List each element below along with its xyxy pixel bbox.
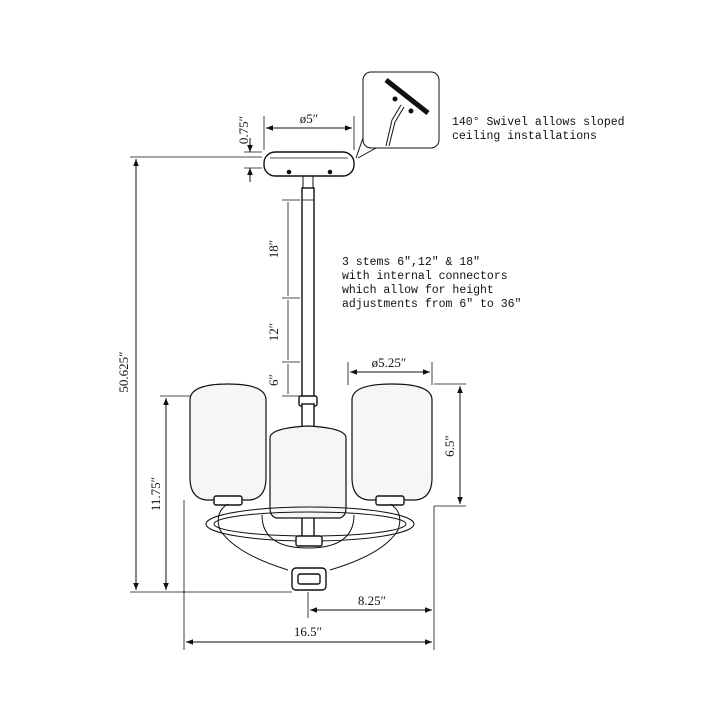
body-height-label: 11.75″ [148, 477, 163, 511]
canopy-diameter-label: ø5″ [300, 111, 318, 126]
swivel-note-line2: ceiling installations [452, 130, 597, 143]
canopy [263, 151, 355, 188]
stems-note-line2: with internal connectors [342, 270, 508, 283]
overall-height-label: 50.625″ [116, 351, 131, 392]
shade-diameter-label: ø5.25″ [372, 355, 407, 370]
center-to-shade-label: 8.25″ [358, 593, 386, 608]
stems-note-line1: 3 stems 6″,12″ & 18″ [342, 256, 480, 269]
overall-width-label: 16.5″ [294, 624, 322, 639]
canopy-height-label: 0.75″ [236, 116, 251, 144]
stem-18-label: 18″ [266, 240, 281, 258]
swivel-detail-inset [355, 71, 440, 159]
shade-height-label: 6.5″ [442, 435, 457, 457]
stem-12-label: 12″ [266, 323, 281, 341]
stems-note-line4: adjustments from 6″ to 36″ [342, 298, 521, 311]
left-shade [189, 383, 267, 506]
ring-frame [205, 503, 415, 591]
stem-6-label: 6″ [266, 374, 281, 386]
right-shade [351, 383, 433, 506]
stems-note-line3: which allow for height [342, 284, 494, 297]
swivel-note-line1: 140° Swivel allows sloped [452, 116, 625, 129]
